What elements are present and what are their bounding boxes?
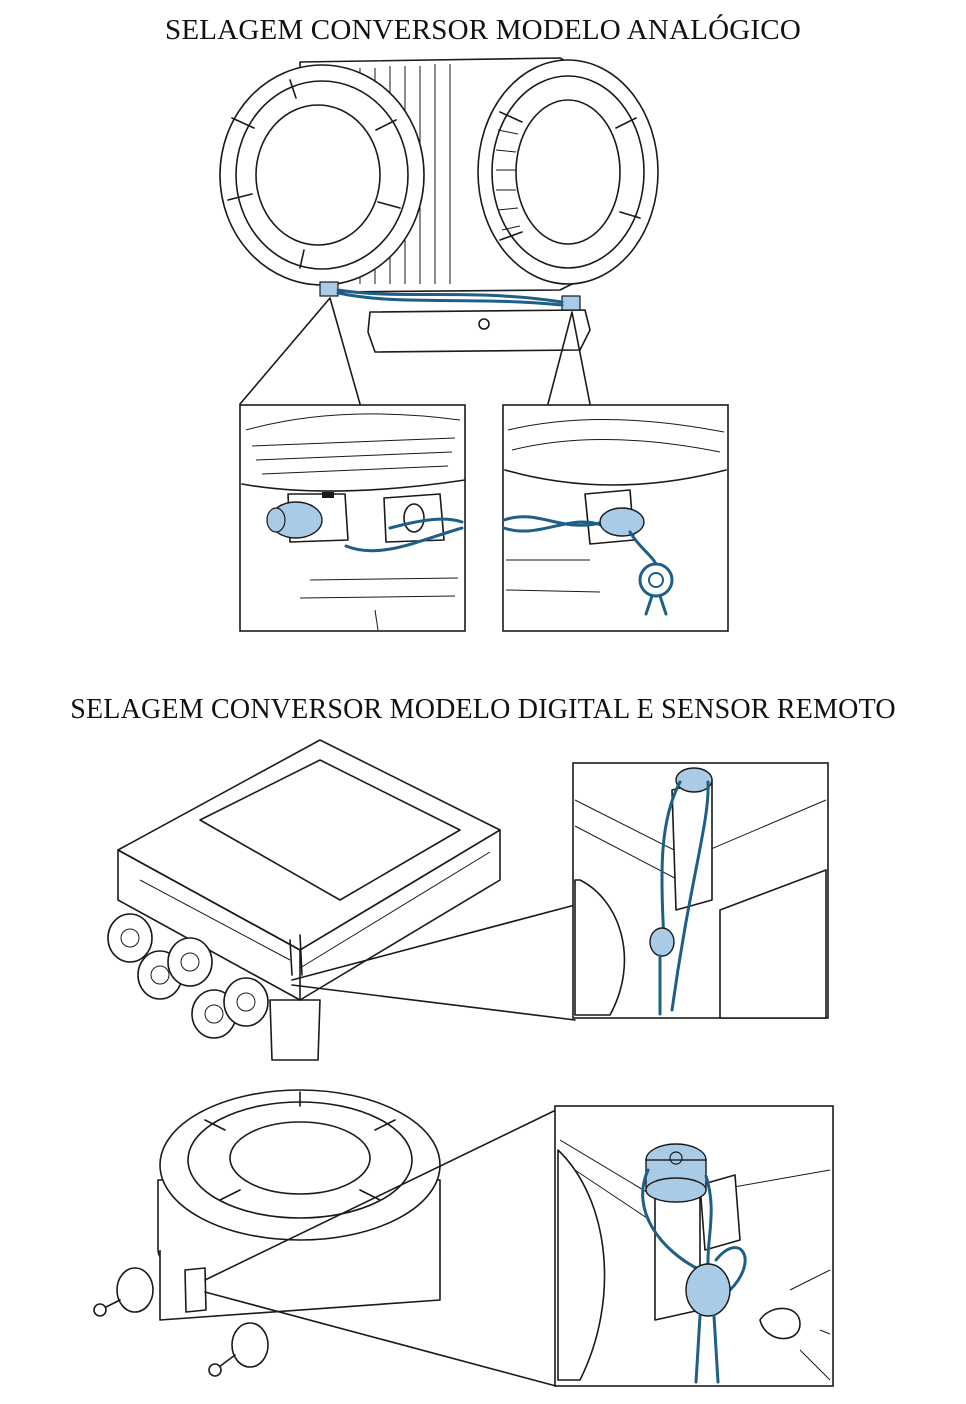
section-title-digital: SELAGEM CONVERSOR MODELO DIGITAL E SENSO… [70, 694, 896, 725]
remote-sensor-illustration [93, 1089, 557, 1387]
seal-screw [675, 767, 713, 793]
digital-converter-illustration [107, 739, 576, 1061]
inset-digital [572, 762, 829, 1019]
analog-converter-illustration [219, 57, 659, 405]
seal-screw [599, 507, 645, 537]
lead-seal-icon [649, 927, 675, 957]
right-cover [477, 59, 659, 285]
left-cover [219, 64, 425, 286]
inset-remote-sensor [554, 1105, 834, 1387]
lead-seal-icon [638, 562, 674, 598]
inset-analog-left [239, 404, 466, 632]
section-title-analog: SELAGEM CONVERSOR MODELO ANALÓGICO [165, 14, 801, 46]
inset-analog-right [502, 404, 729, 632]
lead-seal-icon [685, 1263, 731, 1317]
